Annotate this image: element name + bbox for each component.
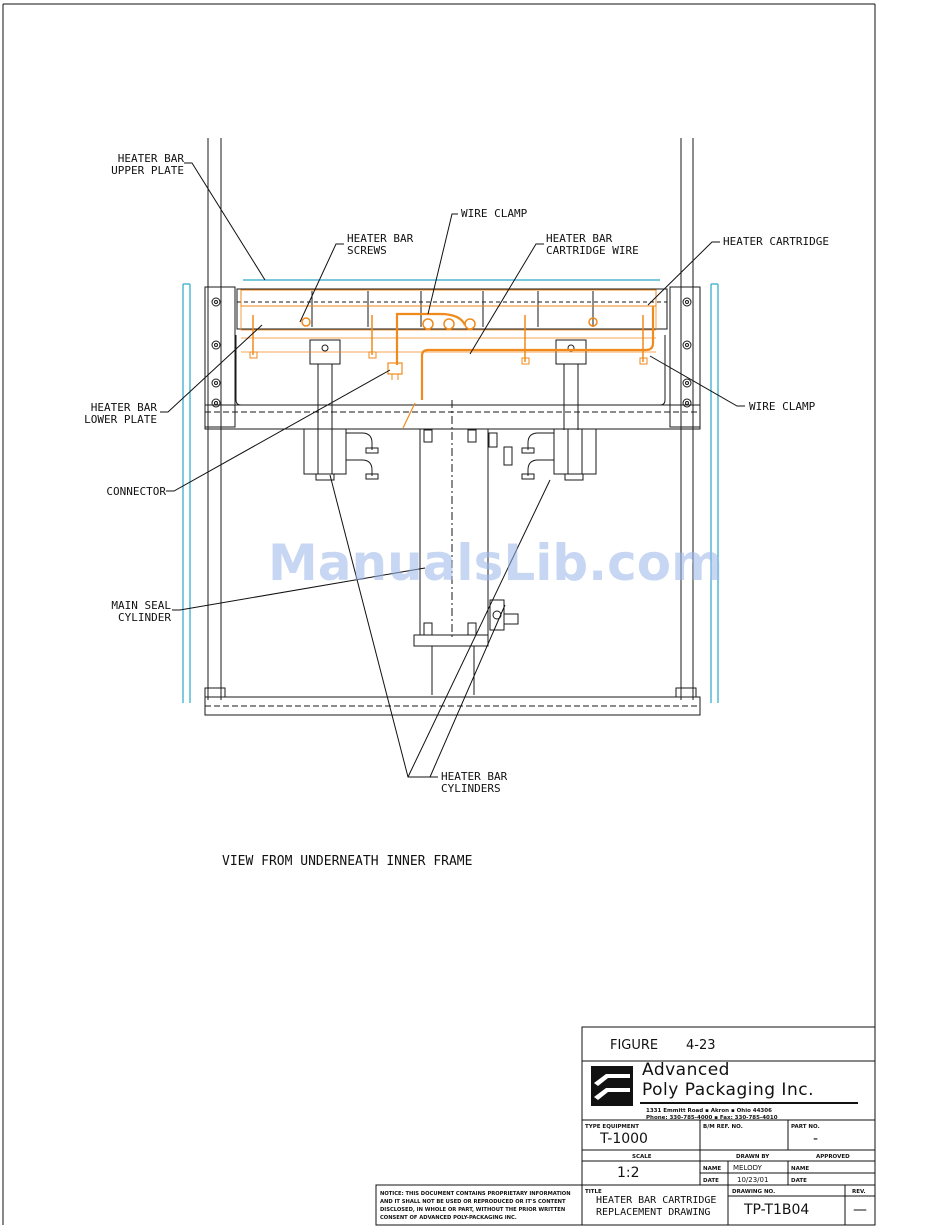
- title-block: [375, 1026, 876, 1226]
- label-wire-clamp-right: WIRE CLAMP: [749, 400, 816, 413]
- drawing-title-2: REPLACEMENT DRAWING: [596, 1207, 710, 1218]
- figure-number: 4-23: [686, 1038, 716, 1053]
- bottom-crossbar: [204, 687, 701, 716]
- label-screws-1: HEATER BAR: [347, 232, 414, 245]
- label-cartridge-wire-1: HEATER BAR: [546, 232, 613, 245]
- label-main-seal-2: CYLINDER: [118, 611, 171, 624]
- rev-value: —: [853, 1202, 867, 1218]
- approved-label: APPROVED: [816, 1154, 850, 1160]
- drawn-by-label: DRAWN BY: [736, 1154, 770, 1160]
- cartridge-wire: [395, 312, 467, 365]
- label-upper-plate-2: UPPER PLATE: [111, 164, 184, 177]
- watermark: ManualsLib.com: [268, 534, 723, 592]
- cyan-guard-lines: [182, 279, 719, 703]
- company-name-2: Poly Packaging Inc.: [642, 1080, 814, 1100]
- label-main-seal-1: MAIN SEAL: [111, 599, 171, 612]
- label-wire-clamp-top: WIRE CLAMP: [461, 207, 528, 220]
- heater-bar-cylinders: [303, 428, 597, 481]
- approved-name-label: NAME: [791, 1166, 809, 1172]
- type-equipment-label: TYPE EQUIPMENT: [585, 1124, 639, 1130]
- label-cartridge-wire-2: CARTRIDGE WIRE: [546, 244, 639, 257]
- company-phone: Phone: 330-785-4000 ▪ Fax: 330-785-4010: [646, 1115, 778, 1121]
- label-bar-cylinders-2: CYLINDERS: [441, 782, 501, 795]
- drawing-title-1: HEATER BAR CARTRIDGE: [596, 1195, 716, 1206]
- label-lower-plate-2: LOWER PLATE: [84, 413, 157, 426]
- drawn-name-value: MELODY: [733, 1164, 763, 1172]
- label-lower-plate-1: HEATER BAR: [91, 401, 158, 414]
- type-equipment-value: T-1000: [599, 1131, 648, 1147]
- figure-label: FIGURE: [610, 1038, 658, 1053]
- notice-line-1: NOTICE: THIS DOCUMENT CONTAINS PROPRIETA…: [380, 1191, 571, 1197]
- company-name-1: Advanced: [642, 1060, 730, 1080]
- drawn-name-label: NAME: [703, 1166, 721, 1172]
- scale-label: SCALE: [632, 1154, 652, 1160]
- upper-plate: [236, 288, 668, 330]
- label-bar-cylinders-1: HEATER BAR: [441, 770, 508, 783]
- company-address: 1331 Emmitt Road ▪ Akron ▪ Ohio 44306: [646, 1108, 772, 1114]
- notice-line-4: CONSENT OF ADVANCED POLY-PACKAGING INC.: [380, 1215, 517, 1221]
- leader-lines: [160, 162, 745, 778]
- title-label: TITLE: [585, 1189, 602, 1195]
- proprietary-notice: NOTICE: THIS DOCUMENT CONTAINS PROPRIETA…: [380, 1191, 571, 1221]
- drawn-date-value: 10/23/01: [737, 1176, 768, 1184]
- label-heater-cartridge: HEATER CARTRIDGE: [723, 235, 829, 248]
- notice-line-3: DISCLOSED, IN WHOLE OR PART, WITHOUT THE…: [380, 1207, 565, 1213]
- label-screws-2: SCREWS: [347, 244, 387, 257]
- scale-value: 1:2: [617, 1165, 640, 1181]
- company-logo: [591, 1066, 633, 1106]
- drawing-no-label: DRAWING NO.: [732, 1189, 775, 1195]
- main-seal-cylinder: [413, 400, 519, 695]
- part-no-value: -: [813, 1131, 818, 1147]
- heater-bar-assembly: [182, 138, 719, 716]
- callout-labels: HEATER BAR UPPER PLATE HEATER BAR SCREWS…: [84, 152, 829, 869]
- view-caption: VIEW FROM UNDERNEATH INNER FRAME: [222, 854, 472, 869]
- highlighted-cartridge: [240, 289, 657, 429]
- valve-blocks: [309, 339, 587, 430]
- label-upper-plate-1: HEATER BAR: [118, 152, 185, 165]
- frame-rods: [207, 138, 694, 700]
- connector-part: [387, 362, 403, 375]
- heater-cartridge-highlight: [240, 289, 657, 307]
- part-no-label: PART NO.: [791, 1124, 820, 1130]
- label-connector: CONNECTOR: [106, 485, 166, 498]
- rev-label: REV.: [852, 1189, 866, 1195]
- approved-date-label: DATE: [791, 1178, 807, 1184]
- drawing-no-value: TP-T1B04: [743, 1202, 809, 1218]
- notice-line-2: AND IT SHALL NOT BE USED OR REPRODUCED O…: [380, 1199, 566, 1205]
- drawn-date-label: DATE: [703, 1178, 719, 1184]
- bm-ref-label: B/M REF. NO.: [703, 1124, 743, 1130]
- title-block-text: FIGURE 4-23 Advanced Poly Packaging Inc.…: [585, 1038, 867, 1218]
